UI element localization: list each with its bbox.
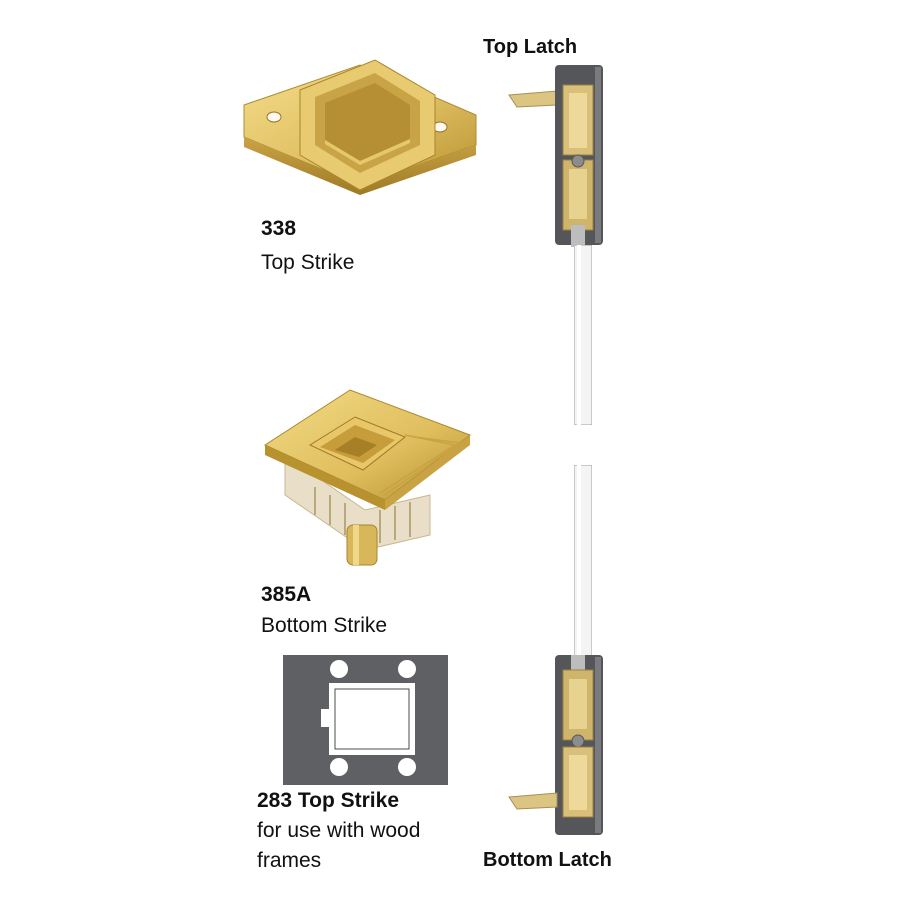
strike-338-name: Top Strike xyxy=(261,251,355,274)
top-strike-338-image xyxy=(240,45,480,205)
top-latch-image xyxy=(505,65,615,250)
strike-385a-name: Bottom Strike xyxy=(261,614,388,637)
vertical-rod-lower-image xyxy=(574,465,592,660)
top-latch-label: Top Latch xyxy=(483,36,578,58)
strike-283-desc-line2: frames xyxy=(257,849,322,872)
strike-338-number: 338 xyxy=(261,217,297,240)
strike-385a-number: 385A xyxy=(261,583,312,606)
strike-283-desc-line1: for use with wood xyxy=(257,819,421,842)
bottom-latch-image xyxy=(505,655,615,840)
vertical-rod-image xyxy=(574,245,592,425)
strike-283-title: 283 Top Strike xyxy=(257,789,399,812)
bottom-strike-385a-image xyxy=(255,375,480,570)
top-strike-283-plate-image xyxy=(283,655,448,785)
bottom-latch-label: Bottom Latch xyxy=(483,849,612,871)
